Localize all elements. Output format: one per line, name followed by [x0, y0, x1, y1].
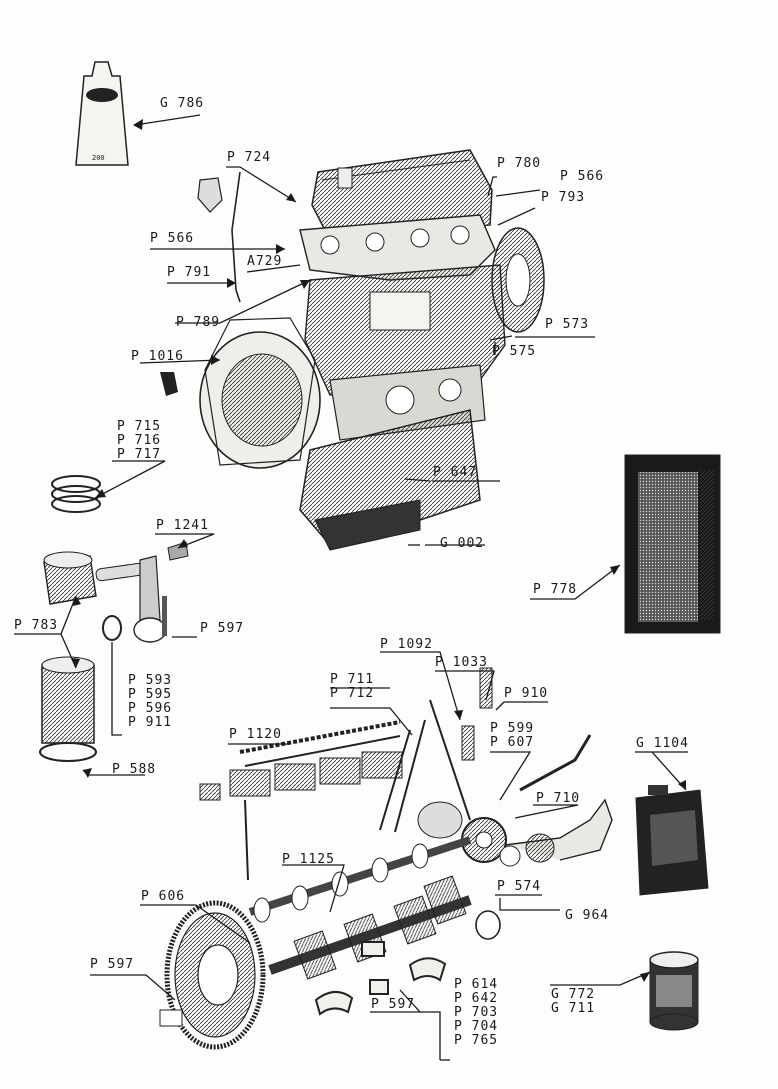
label-p597-flywheel: P 597 — [90, 957, 135, 972]
label-p607: P 607 — [490, 735, 535, 750]
label-p765: P 765 — [454, 1033, 499, 1048]
piston-rings-illustration — [51, 475, 101, 513]
label-a729: A729 — [247, 254, 283, 269]
label-p575: P 575 — [492, 344, 537, 359]
label-group-bearings: P 593 P 595 P 596 P 911 — [128, 674, 172, 730]
label-g1104: G 1104 — [636, 736, 689, 751]
dipstick-illustration — [231, 171, 241, 303]
label-p711: P 711 — [330, 672, 375, 687]
label-p566-left: P 566 — [150, 231, 195, 246]
label-p703: P 703 — [454, 1005, 499, 1020]
tube-mark-text: 200 — [92, 154, 105, 162]
label-p715: P 715 — [117, 419, 162, 434]
label-p597-bottom: P 597 — [371, 997, 416, 1012]
bearing-shells-illustration — [314, 941, 447, 1016]
label-p1016: P 1016 — [131, 349, 184, 364]
label-group-p711-p712: P 711 P 712 — [330, 673, 374, 701]
flywheel-illustration — [159, 900, 266, 1050]
label-p780: P 780 — [497, 156, 542, 171]
label-p717: P 717 — [117, 447, 162, 462]
bracket-illustration — [197, 177, 223, 213]
label-p642: P 642 — [454, 991, 499, 1006]
oil-can-illustration — [635, 785, 709, 896]
label-p566-top: P 566 — [560, 169, 605, 184]
label-p704: P 704 — [454, 1019, 499, 1034]
label-p1125: P 1125 — [282, 852, 335, 867]
label-p1092: P 1092 — [380, 637, 433, 652]
label-p647: P 647 — [433, 465, 478, 480]
label-group-piston-rings: P 715 P 716 P 717 — [117, 420, 161, 462]
paint-tin-illustration — [649, 951, 699, 1031]
cylinder-liner-illustration — [39, 656, 97, 762]
label-p606: P 606 — [141, 889, 186, 904]
label-g964: G 964 — [565, 908, 610, 923]
label-p1241: P 1241 — [156, 518, 209, 533]
leader-lines — [14, 114, 688, 1061]
label-group-p599-p607: P 599 P 607 — [490, 722, 534, 750]
label-group-g772-g711: G 772 G 711 — [551, 988, 595, 1016]
sealant-tube-illustration: 200 — [75, 61, 129, 166]
arrowheads — [72, 119, 686, 982]
label-g772: G 772 — [551, 987, 596, 1002]
gasket-set-illustration — [624, 454, 721, 634]
label-p597-conrod: P 597 — [200, 621, 245, 636]
crankshaft-illustration — [268, 875, 501, 980]
label-p593: P 593 — [128, 673, 173, 688]
label-p712: P 712 — [330, 686, 375, 701]
label-group-main-bearings: P 614 P 642 P 703 P 704 P 765 — [454, 978, 498, 1048]
label-g786: G 786 — [160, 96, 205, 111]
label-p710: P 710 — [536, 791, 581, 806]
piston-conrod-illustration — [43, 541, 189, 643]
label-p793: P 793 — [541, 190, 586, 205]
label-p716: P 716 — [117, 433, 162, 448]
label-p596: P 596 — [128, 701, 173, 716]
sensor-illustration — [160, 372, 178, 396]
label-p595: P 595 — [128, 687, 173, 702]
label-p911: P 911 — [128, 715, 173, 730]
label-p588: P 588 — [112, 762, 157, 777]
label-p599: P 599 — [490, 721, 535, 736]
label-p778: P 778 — [533, 582, 578, 597]
label-p574: P 574 — [497, 879, 542, 894]
engine-assembly-illustration — [199, 149, 545, 551]
label-p614: P 614 — [454, 977, 499, 992]
label-p573: P 573 — [545, 317, 590, 332]
valvetrain-illustration — [199, 667, 613, 881]
camshaft-illustration — [248, 836, 472, 923]
label-p789: P 789 — [176, 315, 221, 330]
label-p910: P 910 — [504, 686, 549, 701]
label-g711: G 711 — [551, 1001, 596, 1016]
label-p791: P 791 — [167, 265, 212, 280]
label-p1033: P 1033 — [435, 655, 488, 670]
label-g002: G 002 — [440, 536, 485, 551]
label-p783: P 783 — [14, 618, 59, 633]
label-p724: P 724 — [227, 150, 272, 165]
label-p1120: P 1120 — [229, 727, 282, 742]
